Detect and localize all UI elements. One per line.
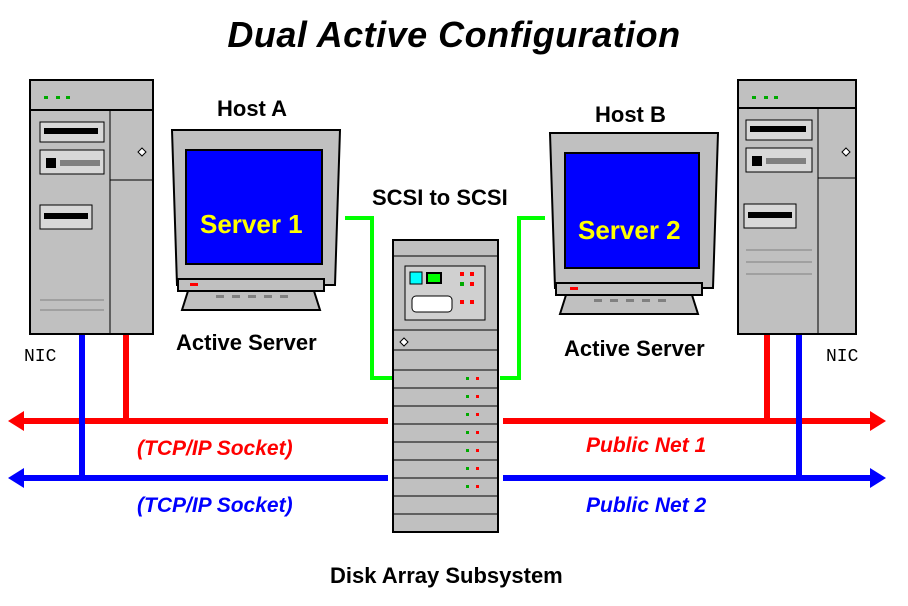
tcp-ip-socket-blue-label: (TCP/IP Socket) (137, 494, 293, 517)
public-net-2-label: Public Net 2 (586, 494, 707, 517)
scsi-link (345, 216, 545, 380)
diagram-title: Dual Active Configuration (227, 14, 681, 55)
screen-host-a (185, 149, 323, 265)
red-arrow-left (8, 411, 24, 431)
blue-arrow-left (8, 468, 24, 488)
public-net-1-label: Public Net 1 (586, 434, 707, 457)
disk-array (392, 239, 499, 533)
tower-left (29, 79, 154, 335)
blue-arrow-right (870, 468, 886, 488)
blue-network (8, 334, 886, 488)
monitor-host-b (548, 132, 720, 315)
scsi-link-label: SCSI to SCSI (372, 185, 508, 210)
host-b-label: Host B (595, 102, 666, 127)
nic-right-label: NIC (826, 347, 859, 367)
server-1-label: Server 1 (200, 209, 303, 239)
host-b-role-label: Active Server (564, 336, 705, 361)
screen-host-b (564, 152, 700, 269)
monitor-host-a (170, 129, 342, 311)
host-a-role-label: Active Server (176, 330, 317, 355)
tcp-ip-socket-red-label: (TCP/IP Socket) (137, 437, 293, 460)
server-2-label: Server 2 (578, 215, 681, 245)
host-a-label: Host A (217, 96, 288, 121)
red-arrow-right (870, 411, 886, 431)
nic-left-label: NIC (24, 347, 57, 367)
disk-array-label: Disk Array Subsystem (330, 563, 563, 588)
tower-right (737, 79, 857, 335)
